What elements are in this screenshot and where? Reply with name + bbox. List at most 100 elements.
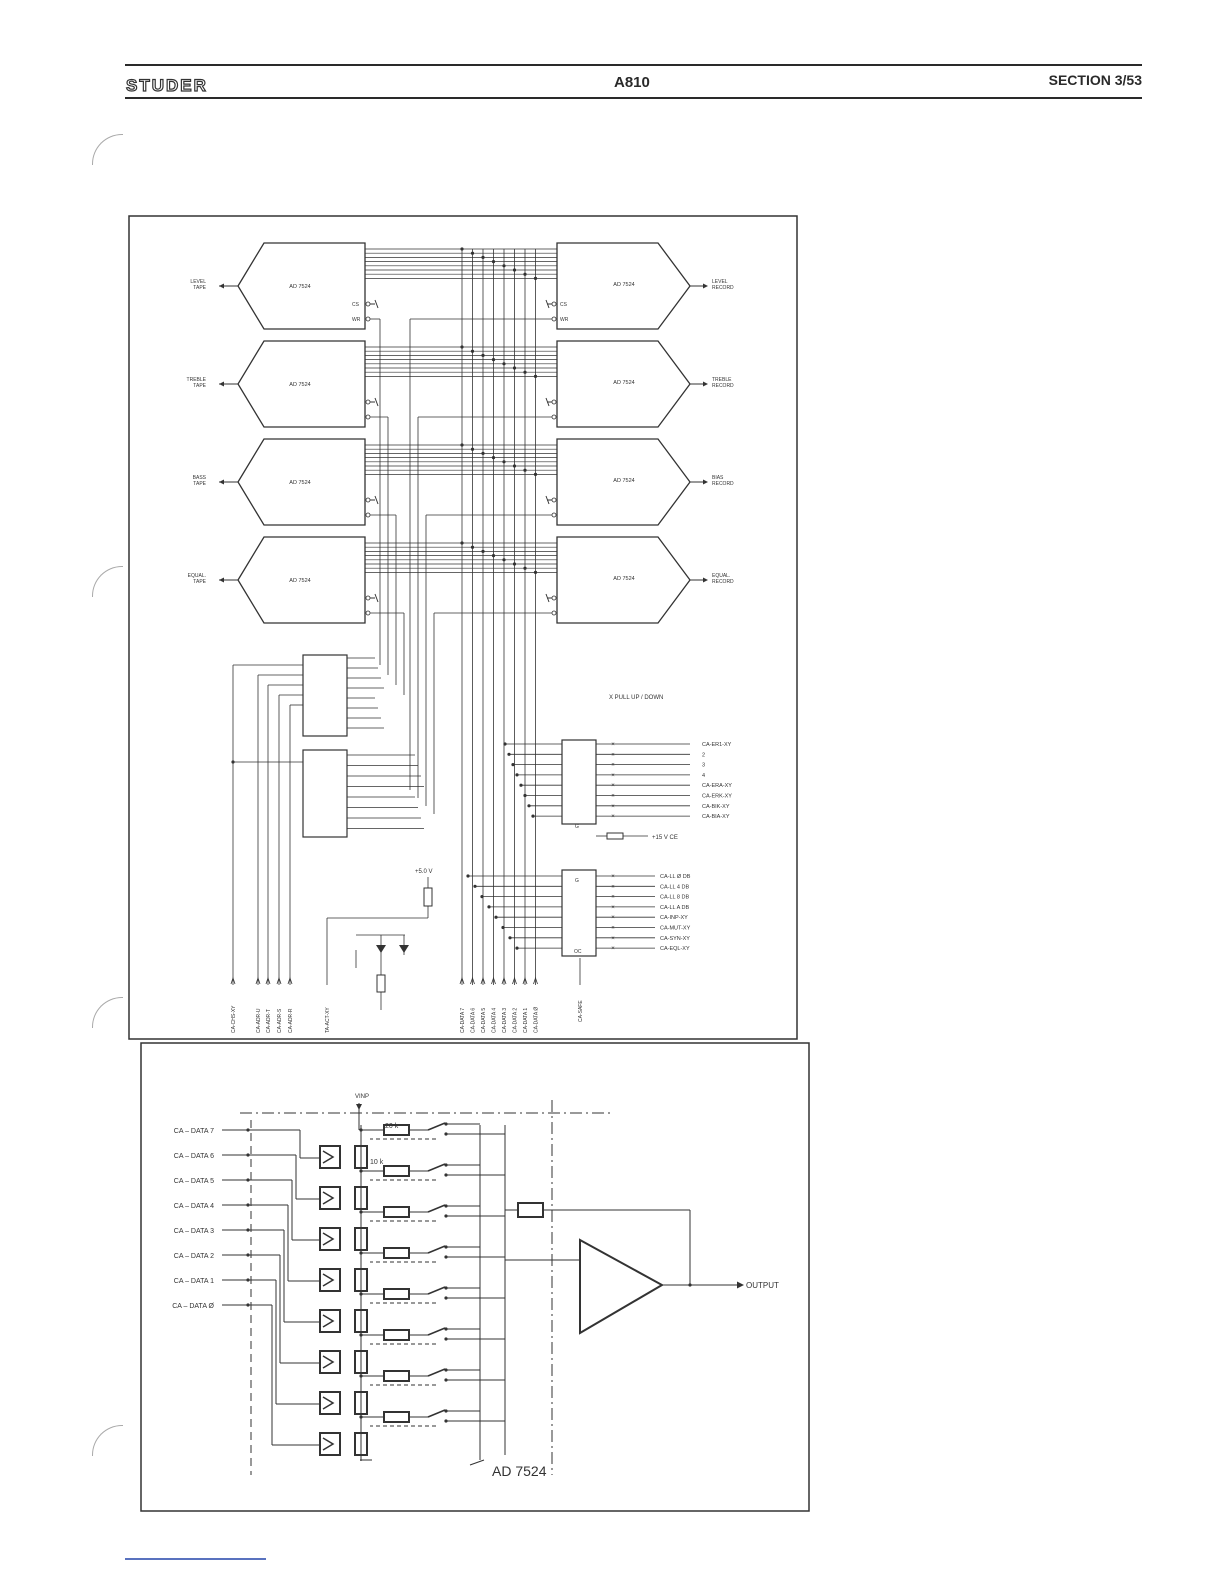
wr-pin-label: WR (560, 317, 569, 323)
junction-dot (480, 895, 484, 899)
data-bus-label: CA-DATA 6 (471, 1008, 477, 1033)
junction-dot (508, 936, 512, 940)
junction-dot (494, 915, 498, 919)
dac-right-chip-label: AD 7524 (613, 282, 634, 288)
pull-resistor-mark: × (611, 884, 615, 890)
data-bus-label: CA-DATA 2 (513, 1008, 519, 1033)
wr-pin-bubble (365, 414, 371, 420)
buffer-icon (322, 1273, 335, 1287)
header-rule-bottom (125, 97, 1142, 99)
latch1-output-label: CA-ER1-XY (702, 742, 732, 748)
arrow-icon (219, 283, 224, 289)
junction-dot (231, 760, 235, 764)
buffer-icon (322, 1150, 335, 1164)
data-input-label: CA – DATA 4 (174, 1203, 214, 1210)
dac-right-chip-label: AD 7524 (613, 478, 634, 484)
output-label: OUTPUT (746, 1281, 779, 1290)
dac-right-output-label: RECORD (712, 481, 734, 487)
pull-resistor-mark: × (611, 794, 615, 800)
ground-mark (469, 1459, 485, 1466)
junction-dot (473, 884, 477, 888)
arrow-icon (219, 479, 224, 485)
latch-1 (561, 739, 597, 825)
pull-resistor-mark: × (611, 895, 615, 901)
junction-dot (515, 946, 519, 950)
arrow-icon (287, 976, 293, 985)
dac-right-output-label: RECORD (712, 285, 734, 291)
switch-buffer (319, 1309, 341, 1333)
dac-left-output-label: TAPE (193, 285, 206, 291)
arrow-icon (459, 976, 465, 985)
address-bus-label: CA-ADR-R (288, 1008, 294, 1033)
arrow-icon (533, 976, 538, 985)
pull-up-note: X PULL UP / DOWN (609, 695, 663, 701)
junction-dot (511, 763, 515, 767)
pull-resistor-mark: × (611, 763, 615, 769)
wr-pin-bubble (551, 610, 557, 616)
pull-resistor-mark: × (611, 926, 615, 932)
junction-dot (519, 783, 523, 787)
resistor (423, 887, 433, 907)
arrow-icon (219, 381, 224, 387)
section-number: SECTION 3/53 (1048, 72, 1142, 88)
dac-left-chip-label: AD 7524 (289, 578, 310, 584)
dac-right-output-label: LEVEL (712, 279, 728, 285)
junction-dot (507, 752, 511, 756)
switch-blade (427, 1122, 446, 1131)
switch-buffer (319, 1391, 341, 1415)
ground-mark (545, 495, 550, 505)
switch-blade (427, 1245, 446, 1254)
ground-mark (374, 593, 379, 603)
dac-left-output-label: BASS (193, 475, 207, 481)
header-rule-top (125, 64, 1142, 66)
latch1-output-label: CA-ERK-XY (702, 794, 732, 800)
address-bus-label: CA-CHS-XY (231, 1005, 237, 1033)
switch-buffer (319, 1268, 341, 1292)
switch-blade (427, 1163, 446, 1172)
model-title: A810 (614, 74, 650, 91)
resistor (376, 974, 386, 993)
safe-bus-label: CA-SAFE (578, 1000, 584, 1022)
cs-pin-label: CS (352, 302, 360, 308)
output-amplifier (579, 1238, 665, 1335)
dac-right-2 (556, 340, 691, 428)
dac-left-chip-label: AD 7524 (289, 480, 310, 486)
junction-dot (359, 1251, 363, 1255)
arrow-icon (501, 976, 507, 985)
latch2-output-label: CA-LL 4 DB (660, 884, 689, 890)
switch-blade (427, 1368, 446, 1377)
address-bus-label: CA-ADR-T (266, 1009, 272, 1033)
arrow-icon (512, 976, 517, 985)
switch-buffer (319, 1227, 341, 1251)
cs-pin-bubble (551, 497, 557, 503)
switch-buffer (319, 1350, 341, 1374)
dac-right-4 (556, 536, 691, 624)
cs-pin-bubble (365, 399, 371, 405)
latch-2 (561, 869, 597, 957)
latch1-output-label: 2 (702, 752, 705, 758)
junction-dot (527, 804, 531, 808)
data-input-label: CA – DATA 6 (174, 1153, 214, 1160)
junction-dot (359, 1374, 363, 1378)
buffer-icon (322, 1232, 335, 1246)
dac-left-chip-label: AD 7524 (289, 382, 310, 388)
arrow-icon (737, 1281, 744, 1289)
ladder-resistor-20k (383, 1165, 410, 1177)
dac-left-output-label: TAPE (193, 579, 206, 585)
latch1-output-label: 3 (702, 763, 705, 769)
dac-left-chip-label: AD 7524 (289, 284, 310, 290)
top-diagram-frame (128, 215, 798, 1040)
junction-dot (531, 814, 535, 818)
arrow-icon (480, 976, 486, 985)
arrow-icon (703, 283, 708, 289)
cs-pin-bubble (365, 595, 371, 601)
pull-resistor-mark: × (611, 874, 615, 880)
latch2-output-label: CA-MUT-XY (660, 926, 691, 932)
latch2-output-label: CA-LL 8 DB (660, 895, 689, 901)
junction-dot (503, 742, 507, 746)
pull-resistor-mark: × (611, 936, 615, 942)
data-input-label: CA – DATA Ø (172, 1303, 214, 1310)
bottom-diagram-frame (140, 1042, 810, 1512)
wr-pin-bubble (365, 512, 371, 518)
